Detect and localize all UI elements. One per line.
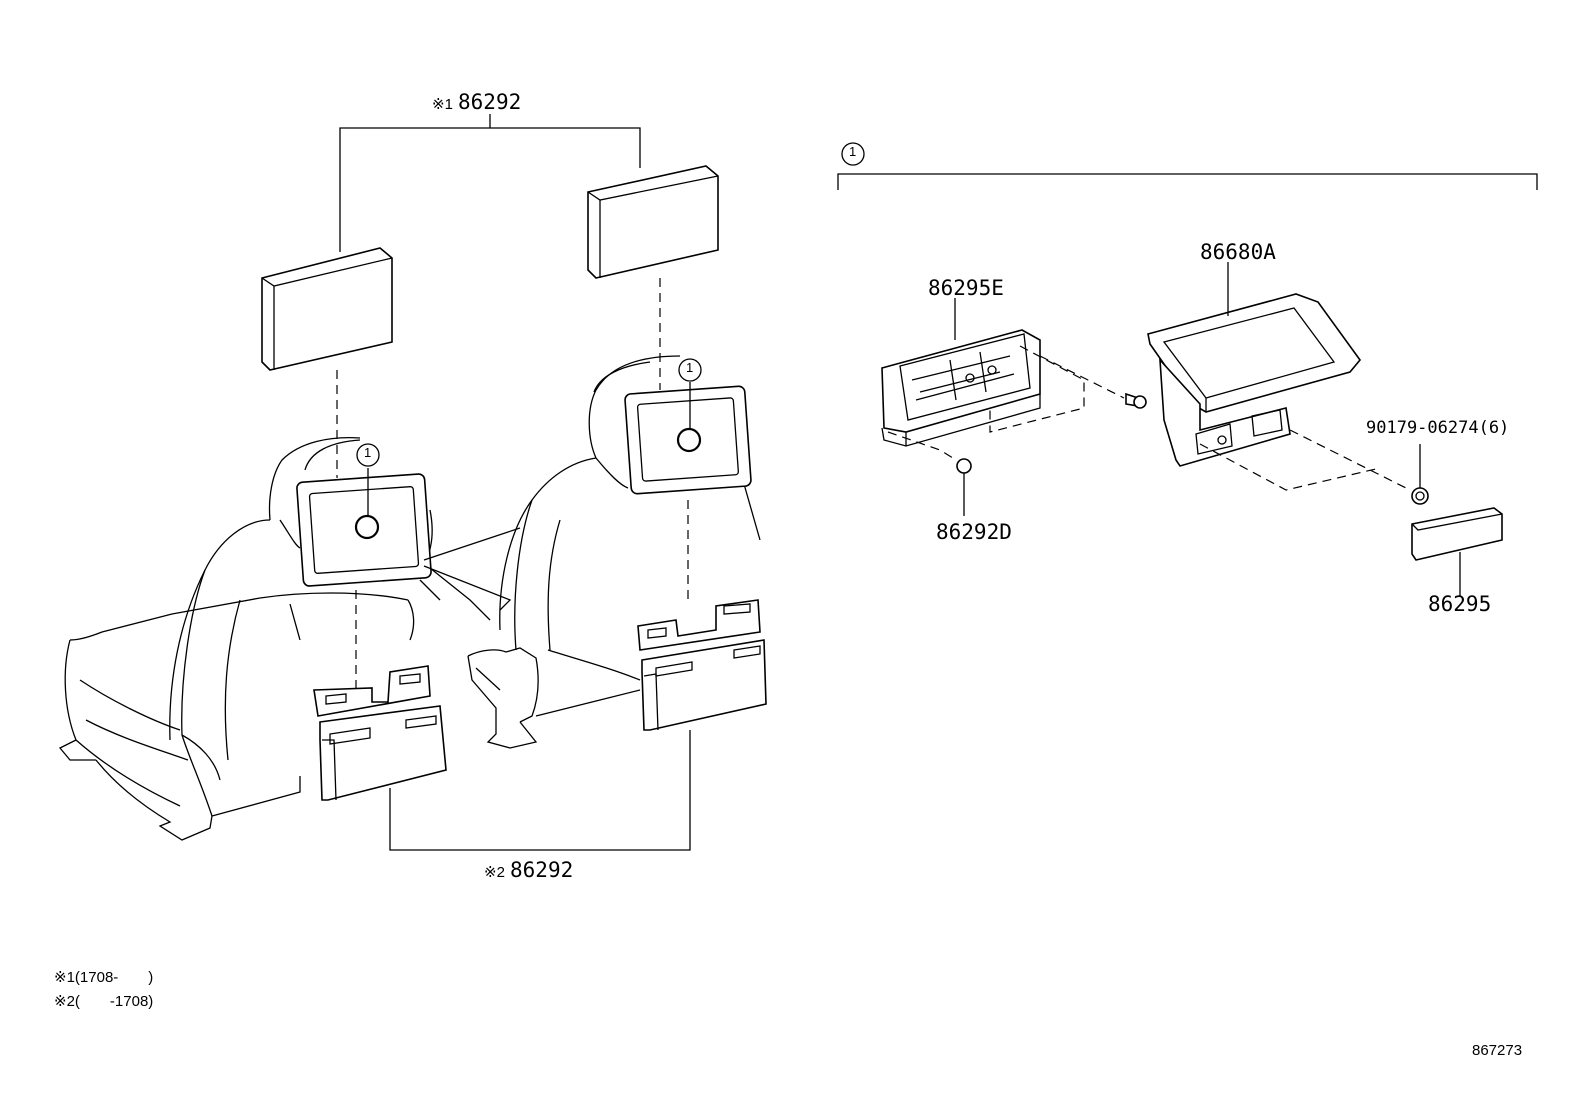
bottom-group-bracket xyxy=(389,730,691,851)
nut-90179 xyxy=(1411,444,1429,505)
part-86295E: 86295E xyxy=(928,276,1004,300)
part-86295: 86295 xyxy=(1428,592,1492,616)
clip-86292D xyxy=(956,458,972,516)
diagram-code: 867273 xyxy=(1472,1042,1523,1059)
top-group-part: 86292 xyxy=(458,90,522,114)
top-group-mark: ※1 xyxy=(432,96,453,113)
top-group-bracket xyxy=(339,114,641,252)
center-bench xyxy=(289,527,641,749)
bottom-group-label: ※2 86292 xyxy=(484,858,573,882)
assembly-bracket xyxy=(837,142,1538,190)
left-seat xyxy=(58,370,491,841)
part-86292D: 86292D xyxy=(936,520,1012,544)
top-group-label: ※1 86292 xyxy=(432,90,521,114)
monitor-86680A xyxy=(1147,262,1411,491)
part-86680A: 86680A xyxy=(1200,240,1276,264)
monitor-right-top xyxy=(587,165,719,279)
ref-circle-assembly: 1 xyxy=(849,144,857,159)
screw-86292D-side xyxy=(1125,392,1147,409)
part-90179: 90179-06274(6) xyxy=(1366,418,1510,438)
bottom-group-mark: ※2 xyxy=(484,864,505,881)
ref-circle-right: 1 xyxy=(686,360,694,375)
frame-86295E xyxy=(881,298,1125,461)
note-1-mark: ※1 xyxy=(54,969,75,986)
mount-bracket-left xyxy=(313,665,447,801)
bottom-group-part: 86292 xyxy=(510,858,574,882)
cover-86295 xyxy=(1411,507,1503,596)
note-2-mark: ※2 xyxy=(54,993,75,1010)
note-2: ※2( -1708) xyxy=(54,990,153,1011)
note-1-text: (1708- ) xyxy=(74,969,154,986)
note-1: ※1(1708- ) xyxy=(54,966,153,987)
ref-circle-left: 1 xyxy=(364,445,372,460)
mount-bracket-right xyxy=(637,599,767,731)
note-2-text: ( -1708) xyxy=(74,993,154,1010)
right-seat xyxy=(499,278,761,681)
monitor-left-top xyxy=(261,247,393,371)
